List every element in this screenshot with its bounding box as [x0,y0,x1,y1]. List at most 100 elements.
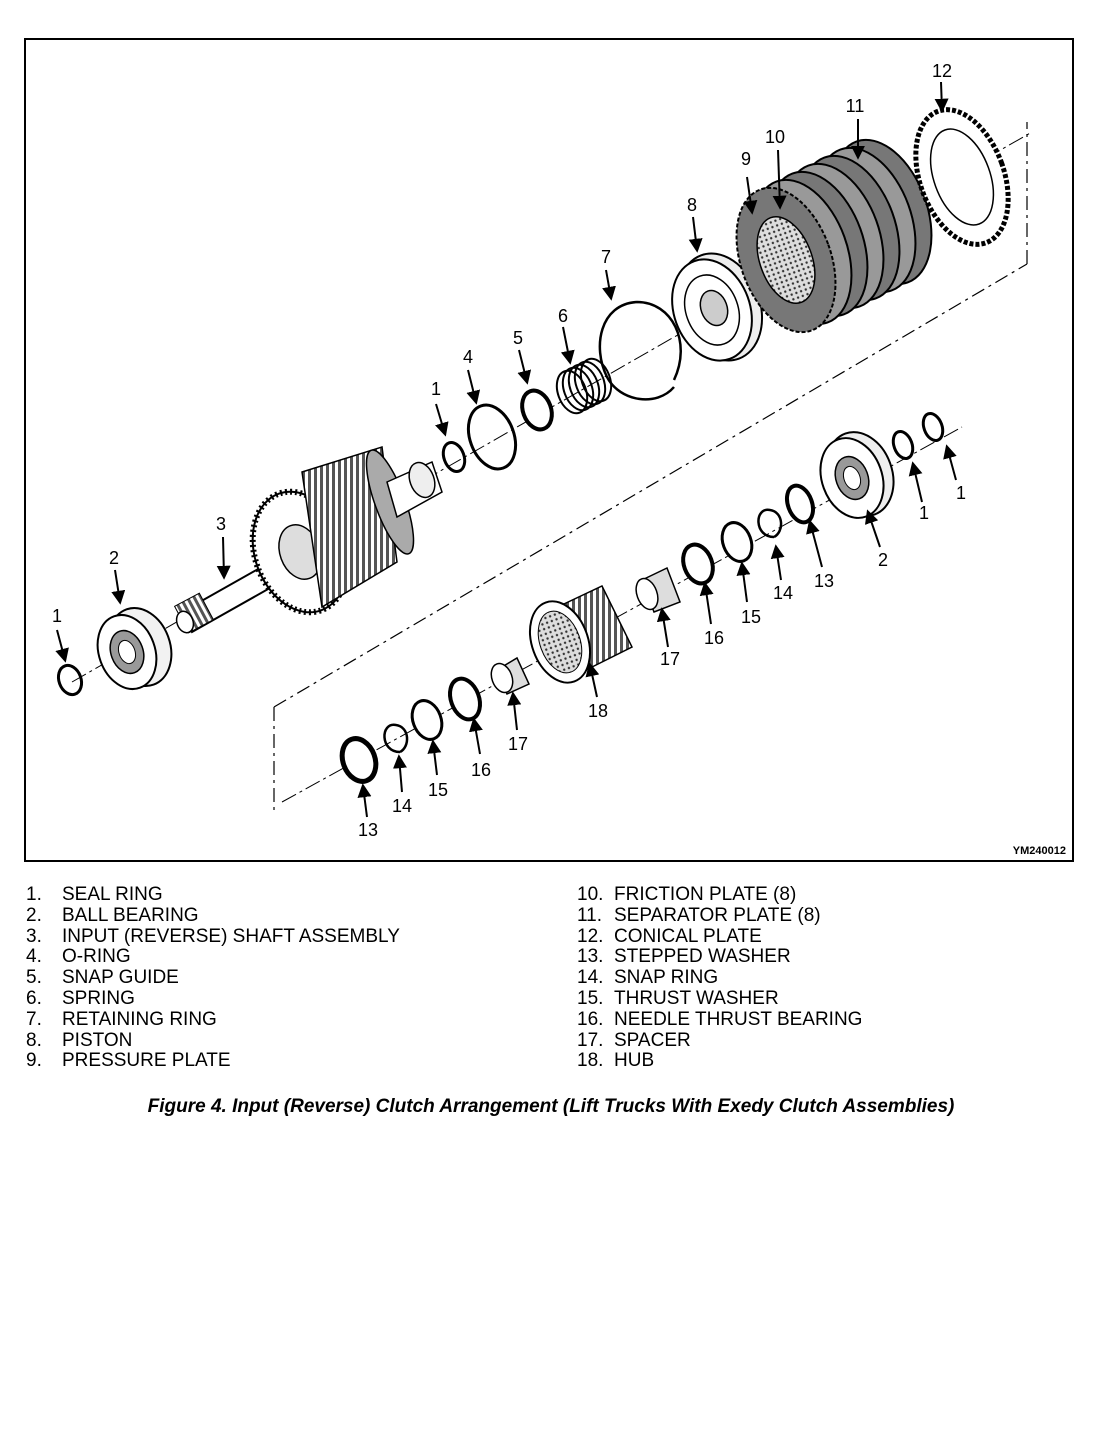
legend-label: CONICAL PLATE [614,925,762,947]
legend-label: SNAP RING [614,967,719,989]
legend-number: 13. [577,946,604,968]
legend-item: 9. PRESSURE PLATE [26,1051,400,1072]
callout: 7 [601,247,611,267]
legend-number: 18. [577,1050,604,1072]
legend-number: 10. [577,884,604,905]
legend-label: PISTON [62,1029,133,1051]
legend-number: 14. [577,967,604,989]
legend-item: 6. SPRING [26,987,400,1010]
legend-item: 10. FRICTION PLATE (8) [577,884,862,906]
legend-item: 13. STEPPED WASHER [577,947,862,968]
clutch-pack [735,138,933,334]
legend-item: 1. SEAL RING [26,884,400,906]
callout: 11 [846,96,865,116]
input-shaft-assembly [173,446,443,634]
legend-label: SPACER [614,1029,691,1051]
legend-number: 8. [26,1029,42,1051]
callout: 14 [773,583,793,603]
legend-number: 9. [26,1050,42,1072]
legend-number: 17. [577,1029,604,1051]
callout: 6 [558,306,568,326]
callout: 18 [588,701,608,721]
legend-label: INPUT (REVERSE) SHAFT ASSEMBLY [62,925,400,947]
legend-label: PRESSURE PLATE [62,1050,231,1072]
needle-thrust-bearing-left [448,676,482,722]
legend-label: SEPARATOR PLATE (8) [614,904,821,926]
legend-label: BALL BEARING [62,904,199,926]
callout: 16 [704,628,724,648]
retaining-ring [598,300,682,401]
piston [671,252,764,362]
legend-label: SEAL RING [62,884,163,905]
snap-ring-right [757,508,783,539]
seal-ring-left [56,663,84,697]
legend-number: 4. [26,946,42,968]
legend-number: 15. [577,987,604,1009]
callout: 3 [216,514,226,534]
legend-label: THRUST WASHER [614,987,779,1009]
legend-number: 6. [26,987,42,1009]
o-ring [466,403,518,471]
callout: 9 [741,149,751,169]
legend-item: 18.HUB [577,1051,862,1072]
callout: 10 [765,127,785,147]
legend-item: 17. SPACER [577,1029,862,1052]
callout: 4 [463,347,473,367]
spacer-left [490,656,530,696]
thrust-washer-right [720,521,754,563]
callout: 8 [687,195,697,215]
legend-number: 16. [577,1008,604,1030]
callout: 15 [741,607,761,627]
spring [555,357,613,415]
callout: 12 [932,61,952,81]
seal-ring-upper [441,440,467,474]
legend-number: 1. [26,884,42,905]
snap-ring-left [383,723,409,754]
callout: 16 [471,760,491,780]
stepped-washer-right [784,483,816,525]
legend-item: 14. SNAP RING [577,967,862,989]
needle-thrust-bearing-right [681,542,715,586]
legend-item: 11.SEPARATOR PLATE (8) [577,904,862,927]
callout: 1 [52,606,62,626]
callout: 1 [956,483,966,503]
snap-guide [520,388,554,432]
sub-assembly-outline [273,122,1028,814]
callout: 13 [358,820,378,840]
legend-item: 12.CONICAL PLATE [577,925,862,948]
callout: 13 [814,571,834,591]
legend-number: 5. [26,967,42,989]
callout-labels: 1 2 3 1 4 5 6 7 8 9 10 11 12 1 1 2 13 14… [52,61,966,840]
legend-number: 2. [26,904,42,926]
legend-left: 1. SEAL RING 2. BALL BEARING 3. INPUT (REVE… [26,884,400,1072]
legend-right: 10. FRICTION PLATE (8) 11.SEPARATOR PLATE… [577,884,862,1072]
legend-item: 2. BALL BEARING [26,904,400,927]
legend-label: SPRING [62,987,135,1009]
legend-label: O-RING [62,946,131,968]
legend-label: FRICTION PLATE (8) [614,884,797,905]
legend-number: 3. [26,925,42,947]
figure-id: YM240012 [1013,845,1066,857]
callout: 17 [660,649,680,669]
callout: 5 [513,328,523,348]
legend-item: 8. PISTON [26,1029,400,1052]
callout: 2 [109,548,119,568]
legend-item: 15. THRUST WASHER [577,987,862,1010]
stepped-washer-left [339,736,379,784]
legend-label: RETAINING RING [62,1008,217,1030]
hub [529,585,634,684]
callout: 2 [878,550,888,570]
legend-item: 4. O-RING [26,947,400,968]
legend-item: 5. SNAP GUIDE [26,967,400,989]
legend-item: 16.NEEDLE THRUST BEARING [577,1008,862,1031]
leader-arrows [55,81,957,818]
callout: 15 [428,780,448,800]
ball-bearing-left [96,607,173,690]
exploded-diagram: 1 2 3 1 4 5 6 7 8 9 10 11 12 1 1 2 13 14… [52,61,1066,857]
thrust-washer-left [410,699,444,741]
figure-frame: 1 2 3 1 4 5 6 7 8 9 10 11 12 1 1 2 13 14… [24,38,1074,862]
ball-bearing-right [819,431,895,519]
legend-label: STEPPED WASHER [614,946,791,968]
legend-label: SNAP GUIDE [62,967,179,989]
callout: 1 [919,503,929,523]
